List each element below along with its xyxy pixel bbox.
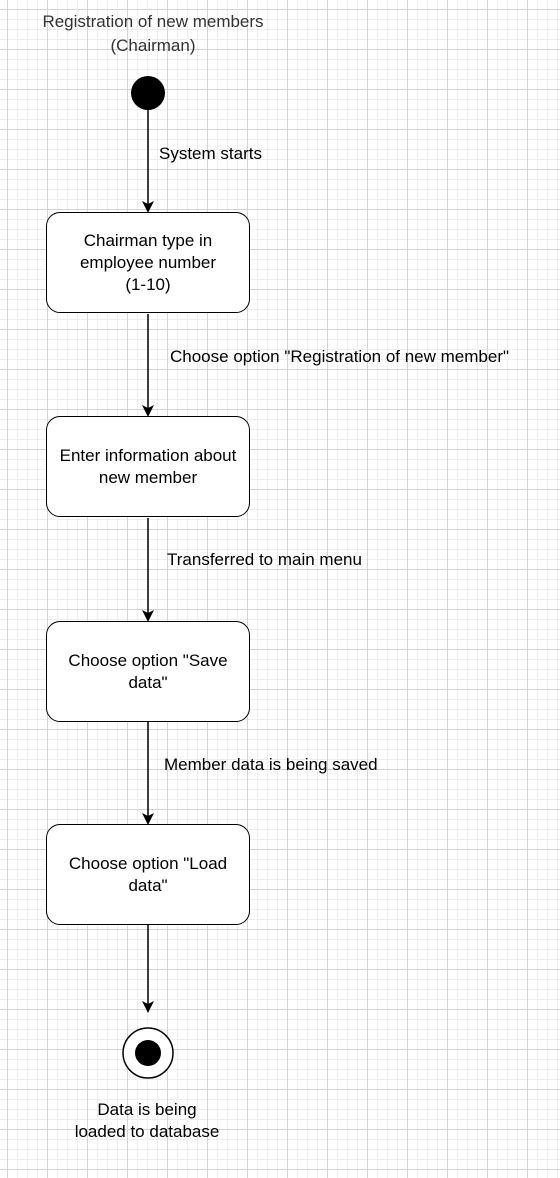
diagram-title: Registration of new members (Chairman) bbox=[42, 12, 264, 55]
final-node bbox=[122, 1027, 174, 1079]
state-enter-member-info: Enter information about new member bbox=[46, 416, 250, 517]
final-node-label: Data is being loaded to database bbox=[74, 1100, 220, 1141]
state-enter-employee-number: Chairman type in employee number (1-10) bbox=[46, 212, 250, 313]
transition-label-system-starts: System starts bbox=[159, 144, 262, 163]
transition-label-main-menu: Transferred to main menu bbox=[167, 550, 362, 569]
transition-label-choose-registration: Choose option "Registration of new membe… bbox=[170, 347, 510, 366]
state-load-data: Choose option "Load data" bbox=[46, 824, 250, 925]
state-save-data: Choose option "Save data" bbox=[46, 621, 250, 722]
initial-node bbox=[131, 76, 165, 110]
transition-label-data-saved: Member data is being saved bbox=[164, 755, 378, 774]
